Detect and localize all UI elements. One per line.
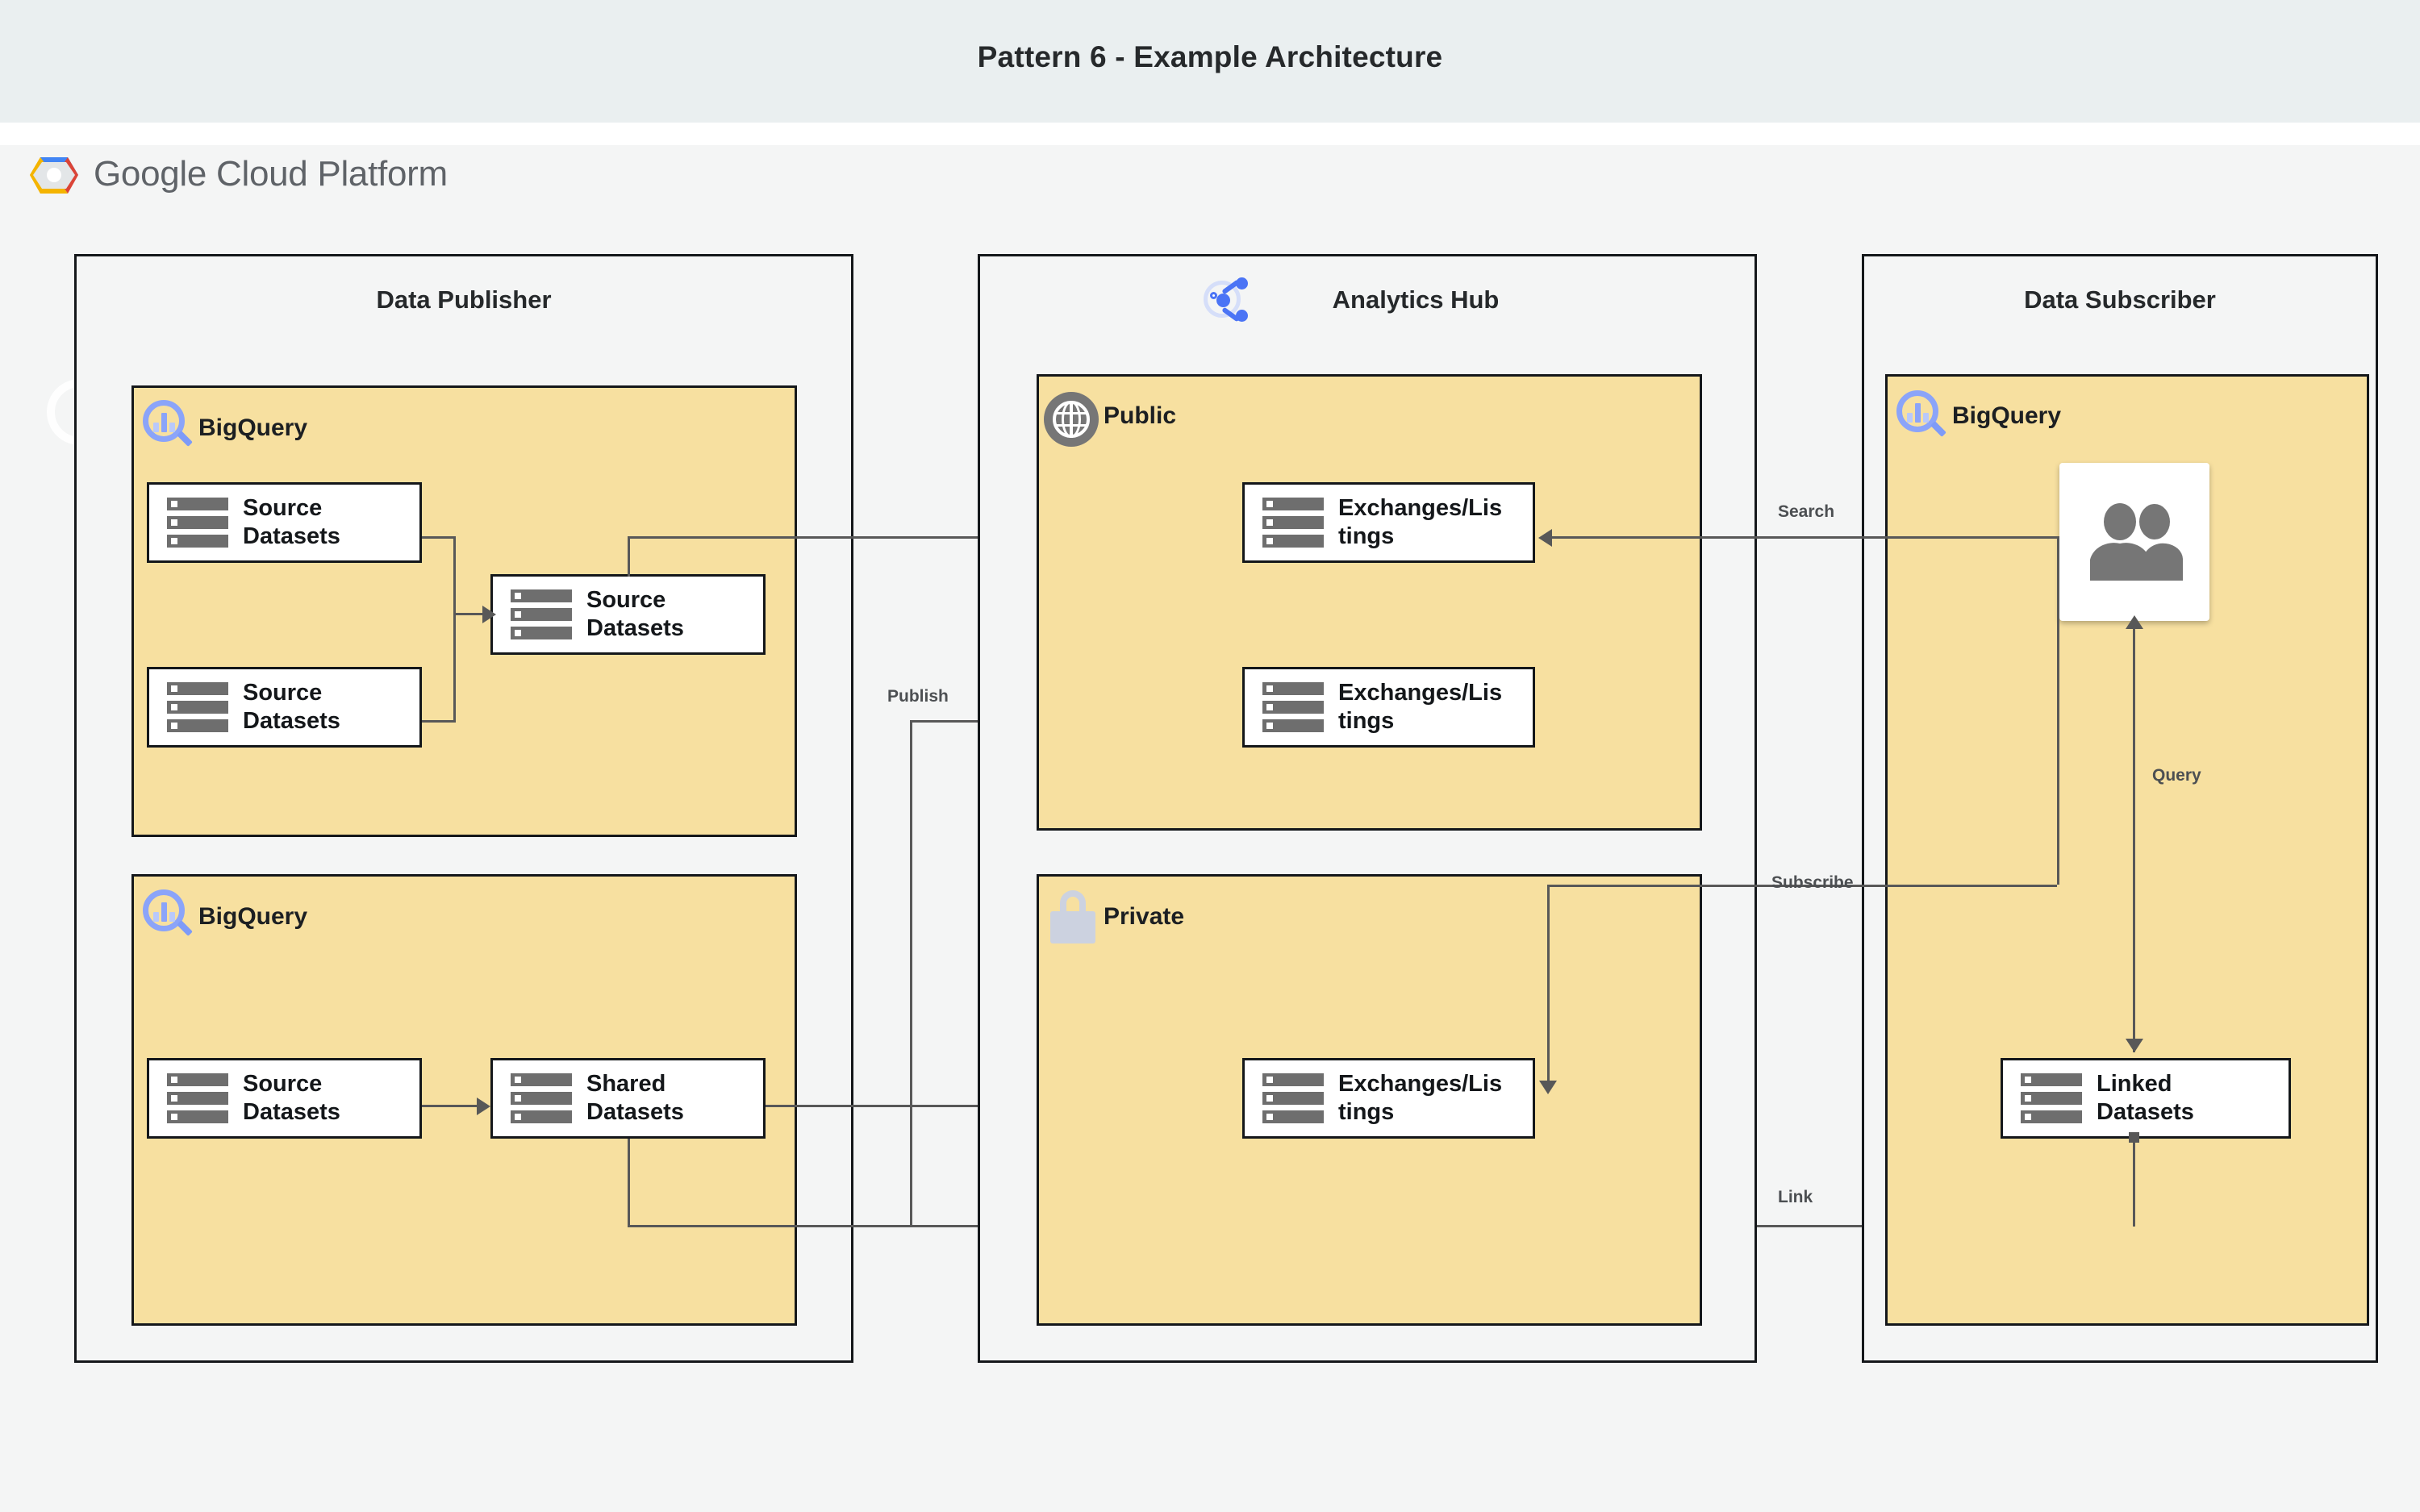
connector-subscribe-vertical [1547,885,1550,1086]
dataset-rack-icon [511,1073,572,1123]
edge-label-publish: Publish [887,687,949,706]
connector-link-vertical [2133,1139,2135,1227]
connector-merge-vertical [453,536,456,723]
gcp-wordmark: Google Cloud Platform [94,154,448,194]
gcp-word-cloud-platform: Cloud Platform [207,154,448,194]
dataset-rack-icon [1262,1073,1324,1123]
bigquery-icon [141,400,194,453]
share-network-icon [1202,274,1252,324]
node-users-group[interactable] [2059,463,2209,621]
page-title: Pattern 6 - Example Architecture [977,40,1443,73]
arrowhead-search-into-exchange [1538,529,1552,547]
arrowhead-subscribe-down [1539,1081,1557,1094]
lock-icon [1050,890,1095,943]
dataset-rack-icon [167,682,228,732]
users-group-icon [2090,503,2183,581]
arrowhead-into-merged-datasets [482,606,496,623]
bigquery-icon [1895,390,1948,444]
edge-label-query: Query [2152,766,2201,785]
arrowhead-into-shared-datasets [477,1098,490,1115]
connector-merged-to-public [628,536,1252,539]
band-divider [0,123,2420,145]
gcp-word-google: Google [94,154,207,194]
connector-src3-to-shared [422,1105,478,1107]
bigquery-icon [141,889,194,943]
connector-search-horizontal [1549,536,2059,539]
arrowhead-query-up [2126,615,2143,629]
connector-merge-to-node [453,613,486,615]
title-band [0,0,2420,123]
group-label-public: Public [1104,402,1177,429]
globe-icon [1044,392,1099,447]
connector-shared-down [628,1139,630,1227]
connector-endpoint-square [2129,1132,2139,1143]
dataset-rack-icon [2021,1073,2082,1123]
arrowhead-query-down [2126,1039,2143,1052]
connector-subscribe-horizontal [1549,885,2057,887]
connector-merged-up [628,536,630,577]
gcp-hexagon-logo-icon [30,157,78,194]
gcp-logo: Google Cloud Platform [23,149,448,214]
zone-title-data-subscriber: Data Subscriber [2024,285,2216,314]
group-label-bigquery-2: BigQuery [198,903,308,930]
dataset-rack-icon [511,589,572,639]
group-public[interactable]: Public [1037,374,1702,831]
connector-search-vertical [2057,536,2059,885]
edge-label-link: Link [1778,1188,1813,1206]
zone-title-data-publisher: Data Publisher [376,285,552,314]
group-label-private: Private [1104,903,1185,930]
connector-src1-out [422,536,456,539]
group-label-bigquery-3: BigQuery [1952,402,2062,429]
dataset-rack-icon [167,498,228,548]
dataset-rack-icon [167,1073,228,1123]
group-label-bigquery: BigQuery [198,414,308,441]
connector-publish-vertical [910,720,912,1225]
zone-title-analytics-hub: Analytics Hub [1332,285,1500,314]
connector-src2-out [422,720,456,723]
connector-query-vertical [2133,629,2135,1052]
dataset-rack-icon [1262,682,1324,732]
edge-label-subscribe: Subscribe [1771,873,1854,892]
dataset-rack-icon [1262,498,1324,548]
edge-label-search: Search [1778,502,1835,521]
